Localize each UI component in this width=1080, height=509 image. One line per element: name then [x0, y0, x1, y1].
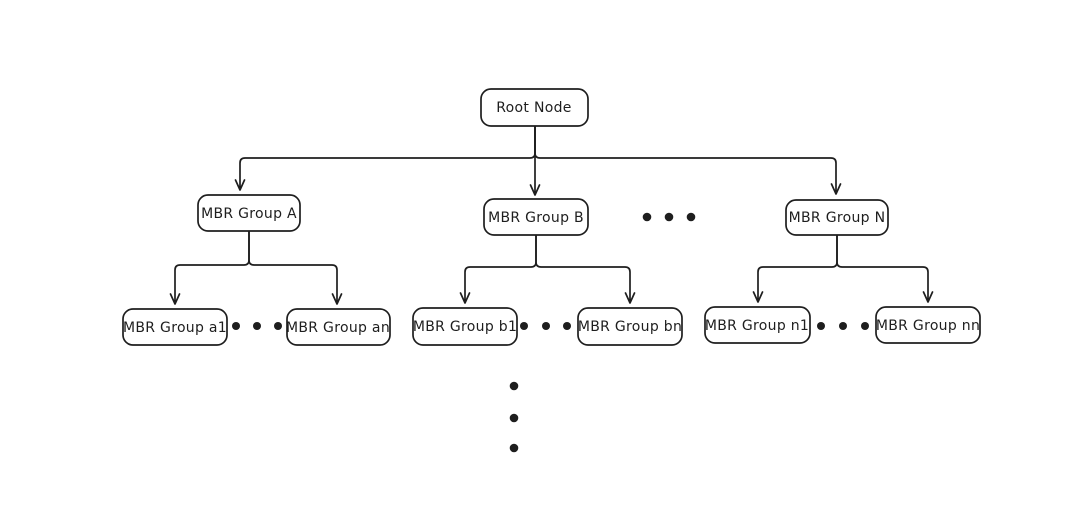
ellipsis-dot — [563, 322, 571, 330]
node-group-bn-box — [577, 307, 683, 346]
edge-group-b-to-b1 — [459, 234, 537, 304]
node-group-a1-label: MBR Group a1 — [123, 320, 227, 336]
ellipsis-vertical-continuation — [509, 381, 519, 453]
node-group-nn-label: MBR Group nn — [876, 318, 980, 334]
node-group-nn: MBR Group nn — [875, 306, 981, 344]
nodes: Root Node MBR Group A MBR Group B MBR Gr… — [122, 88, 981, 346]
node-group-b-box — [483, 198, 589, 236]
node-group-an-label: MBR Group an — [286, 320, 390, 336]
edge-group-a-to-a1 — [169, 230, 250, 305]
ellipsis-dot — [274, 322, 282, 330]
node-group-b: MBR Group B — [483, 198, 589, 236]
node-group-n-box — [785, 199, 889, 236]
node-group-a-label: MBR Group A — [201, 206, 297, 222]
node-group-a: MBR Group A — [197, 194, 301, 232]
node-group-n1-label: MBR Group n1 — [705, 318, 809, 334]
ellipsis-dot — [817, 322, 825, 330]
ellipsis-group-a-children — [232, 322, 282, 330]
node-group-n-label: MBR Group N — [789, 210, 886, 226]
node-group-a1: MBR Group a1 — [122, 308, 228, 346]
ellipsis-dot — [509, 443, 519, 453]
node-group-a-box — [197, 194, 301, 232]
edge-group-n-to-n1 — [752, 234, 838, 303]
edge-group-a-to-an — [248, 230, 343, 305]
ellipsis-dot — [509, 413, 519, 423]
ellipsis-dot — [253, 322, 261, 330]
ellipsis-dot — [509, 381, 519, 391]
node-group-b1-label: MBR Group b1 — [413, 319, 517, 335]
edge-root-to-group-a — [234, 125, 536, 191]
node-group-bn: MBR Group bn — [577, 307, 683, 346]
node-group-b1: MBR Group b1 — [412, 307, 518, 346]
node-group-nn-box — [875, 306, 981, 344]
node-group-bn-label: MBR Group bn — [578, 319, 682, 335]
node-root-box — [480, 88, 589, 127]
ellipsis-dot — [861, 322, 869, 330]
ellipsis-dot — [664, 212, 674, 222]
ellipsis-level1 — [642, 212, 696, 222]
node-group-n1-box — [704, 306, 811, 344]
node-root-label: Root Node — [496, 100, 571, 116]
node-group-n1: MBR Group n1 — [704, 306, 811, 344]
edge-root-to-group-n — [534, 125, 842, 195]
ellipsis-dot — [839, 322, 847, 330]
edges — [169, 125, 934, 305]
ellipsis-dot — [520, 322, 528, 330]
ellipsis-group-b-children — [520, 322, 571, 330]
node-group-n: MBR Group N — [785, 199, 889, 236]
node-group-b1-box — [412, 307, 518, 346]
node-group-an: MBR Group an — [286, 308, 391, 346]
ellipsis-dot — [686, 212, 696, 222]
ellipsis-group-n-children — [817, 322, 869, 330]
node-root: Root Node — [480, 88, 589, 127]
ellipsis-dot — [232, 322, 240, 330]
node-group-b-label: MBR Group B — [488, 210, 584, 226]
ellipsis-dot — [542, 322, 550, 330]
node-group-a1-box — [122, 308, 228, 346]
edge-group-b-to-bn — [535, 234, 636, 304]
ellipsis-dot — [642, 212, 652, 222]
node-group-an-box — [286, 308, 391, 346]
edge-group-n-to-nn — [836, 234, 934, 303]
